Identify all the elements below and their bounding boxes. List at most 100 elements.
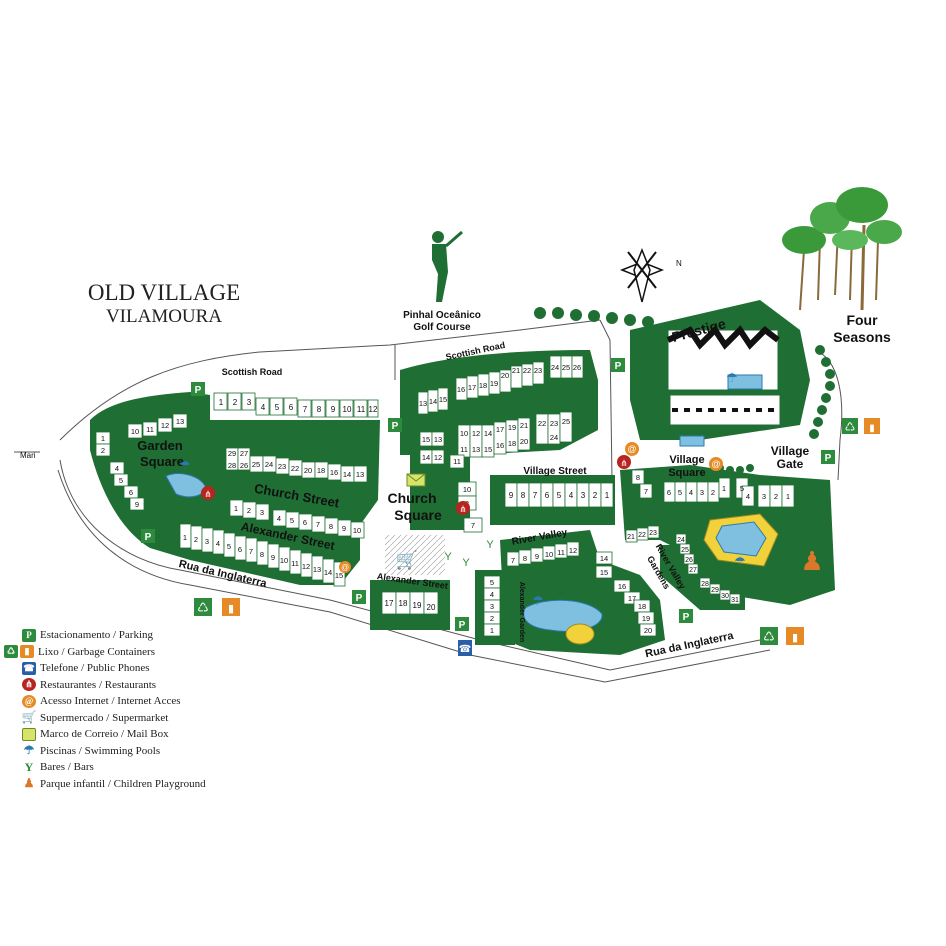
svg-text:5: 5: [227, 542, 231, 551]
restaurant-icon: ⋔: [617, 455, 631, 469]
pool-icon: ☂: [23, 743, 35, 758]
svg-text:7: 7: [249, 547, 253, 556]
svg-text:6: 6: [303, 518, 307, 527]
svg-text:▮: ▮: [792, 632, 798, 644]
svg-text:P: P: [459, 620, 466, 631]
prestige-building: [666, 325, 781, 426]
svg-text:13: 13: [313, 565, 321, 574]
bar-icons: YYY: [444, 539, 494, 569]
building-row-garden: [127, 413, 188, 439]
svg-text:15: 15: [484, 445, 492, 454]
svg-text:18: 18: [317, 466, 325, 475]
svg-text:7: 7: [316, 520, 320, 529]
garbage-icons: ♺ ▮ ♺ ▮ ♺ ▮: [194, 418, 880, 645]
restaurant-icon: ⋔: [201, 486, 215, 500]
svg-text:☂: ☂: [734, 554, 746, 569]
svg-text:4: 4: [689, 488, 693, 497]
svg-text:26: 26: [240, 461, 248, 470]
svg-text:17: 17: [385, 599, 394, 608]
svg-text:▮: ▮: [869, 423, 875, 434]
svg-text:13: 13: [472, 445, 480, 454]
parking-icon: P: [352, 590, 366, 604]
svg-text:1: 1: [183, 533, 187, 542]
svg-text:17: 17: [496, 425, 504, 434]
svg-text:19: 19: [490, 379, 498, 388]
svg-text:4: 4: [261, 403, 266, 412]
svg-text:2: 2: [194, 535, 198, 544]
svg-text:7: 7: [533, 491, 538, 500]
svg-text:15: 15: [439, 395, 447, 404]
parking-icon: P: [388, 418, 402, 432]
svg-text:26: 26: [573, 363, 581, 372]
parking-icon: P: [141, 529, 155, 543]
svg-text:5: 5: [678, 488, 682, 497]
internet-icon: @: [339, 561, 351, 573]
svg-text:5: 5: [290, 516, 294, 525]
svg-text:11: 11: [357, 405, 366, 414]
four-seasons-trees: [782, 187, 902, 311]
legend-item: ♟ Parque infantil / Children Playground: [22, 776, 282, 793]
svg-text:P: P: [825, 453, 832, 464]
svg-text:12: 12: [369, 405, 378, 414]
svg-text:17: 17: [468, 383, 476, 392]
svg-text:Church: Church: [388, 490, 437, 506]
svg-text:4: 4: [216, 539, 220, 548]
restaurant-icon: ⋔: [22, 678, 36, 692]
svg-text:9: 9: [135, 500, 139, 509]
svg-text:9: 9: [331, 405, 336, 414]
svg-text:⋔: ⋔: [459, 504, 467, 514]
svg-text:10: 10: [131, 427, 139, 436]
road-network: [14, 319, 843, 683]
mailbox-icon: [406, 473, 426, 487]
map-subtitle: VILAMOURA: [106, 306, 222, 327]
svg-text:Square: Square: [140, 454, 184, 469]
legend-label: Marco de Correio / Mail Box: [40, 728, 169, 741]
building-row-river-valley: [506, 541, 657, 637]
svg-text:12: 12: [472, 429, 480, 438]
svg-text:28: 28: [701, 581, 709, 588]
svg-text:14: 14: [600, 554, 608, 563]
playground-icon: ♟: [23, 776, 35, 791]
svg-text:19: 19: [642, 614, 650, 623]
svg-text:23: 23: [534, 366, 542, 375]
svg-text:☂: ☂: [179, 458, 191, 473]
pool-umbrella-icons: ☂☂☂☂: [179, 370, 746, 608]
building-row-village-gate: [735, 477, 795, 508]
svg-text:5: 5: [119, 476, 123, 485]
svg-text:8: 8: [329, 522, 333, 531]
svg-text:Square: Square: [394, 507, 442, 523]
svg-text:20: 20: [501, 371, 509, 380]
svg-text:5: 5: [490, 578, 494, 587]
phone-icon: ☎: [458, 640, 472, 656]
svg-text:5: 5: [275, 403, 280, 412]
bin-icon: ▮: [222, 598, 240, 616]
svg-text:P: P: [615, 361, 622, 372]
svg-text:30: 30: [721, 593, 729, 600]
svg-text:☂: ☂: [532, 593, 544, 608]
legend-label: Parque infantil / Children Playground: [40, 777, 206, 790]
golfer-figure: [432, 230, 463, 302]
svg-text:12: 12: [569, 546, 577, 555]
svg-text:13: 13: [419, 399, 427, 408]
svg-text:4: 4: [115, 464, 119, 473]
svg-text:11: 11: [460, 445, 468, 454]
svg-text:⋔: ⋔: [204, 489, 212, 499]
svg-text:Village Street: Village Street: [523, 466, 587, 477]
svg-text:8: 8: [317, 405, 322, 414]
svg-text:2: 2: [101, 446, 105, 455]
svg-text:14: 14: [422, 453, 430, 462]
svg-text:P: P: [392, 421, 399, 432]
legend-label: Restaurantes / Restaurants: [40, 678, 157, 691]
svg-text:24: 24: [677, 537, 685, 544]
svg-text:6: 6: [129, 488, 133, 497]
svg-text:⋔: ⋔: [620, 458, 628, 468]
svg-text:2: 2: [711, 488, 715, 497]
svg-text:18: 18: [479, 381, 487, 390]
svg-text:4: 4: [746, 492, 750, 501]
internet-icon: @: [625, 442, 639, 456]
parking-icon: P: [191, 382, 205, 396]
svg-text:2: 2: [593, 491, 598, 500]
building-row-scottish-east: [455, 355, 584, 401]
